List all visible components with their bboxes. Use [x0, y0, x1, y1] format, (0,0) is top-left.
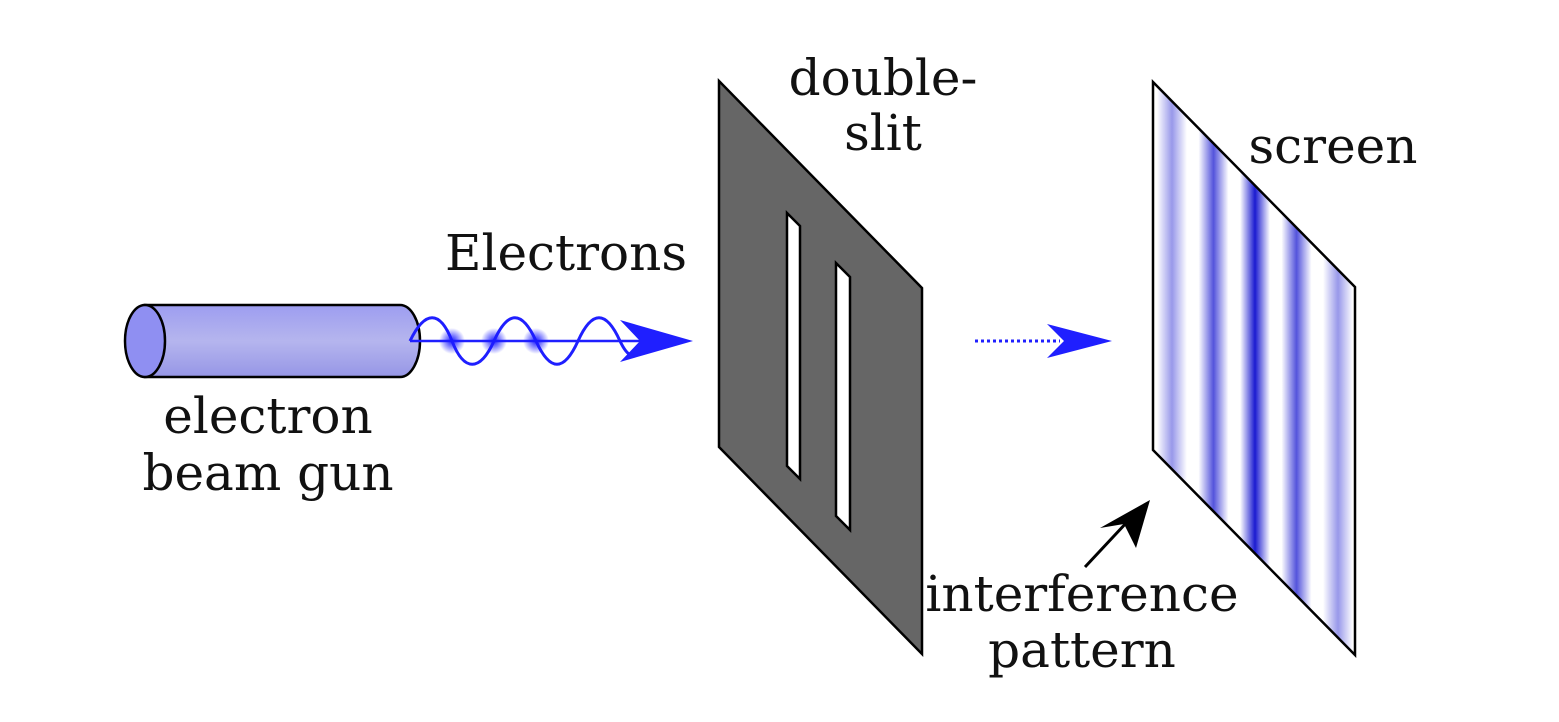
screen-label: screen: [1249, 117, 1418, 175]
gun-face: [123, 303, 167, 379]
interference-fringe: [1323, 254, 1353, 653]
slit-1: [785, 209, 802, 483]
dotted-arrow: [975, 324, 1112, 358]
beam-arrowhead: [620, 320, 693, 362]
electrons-label: Electrons: [445, 224, 687, 282]
interference-label-line2: pattern: [988, 621, 1176, 679]
electron-beam-gun: [123, 303, 422, 379]
electron-blob: [481, 328, 507, 354]
pattern-pointer-arrow: [1083, 500, 1150, 569]
electron-blob: [523, 328, 549, 354]
screen: [1151, 78, 1357, 659]
interference-fringe: [1240, 170, 1270, 569]
interference-label-line1: interference: [925, 565, 1238, 623]
electron-gun-label-line2: beam gun: [142, 444, 393, 502]
double-slit-label-line2: slit: [844, 104, 922, 162]
double-slit-plate: [717, 77, 924, 658]
electron-wave: [408, 316, 642, 366]
electron-blob: [439, 328, 465, 354]
electron-gun-label-line1: electron: [163, 387, 372, 445]
interference-fringe: [1157, 86, 1187, 485]
interference-fringe: [1281, 212, 1312, 611]
double-slit-label-line1: double-: [789, 49, 978, 107]
interference-fringe: [1198, 128, 1229, 527]
slit-2: [834, 259, 852, 534]
interference-pattern: [1157, 86, 1353, 653]
